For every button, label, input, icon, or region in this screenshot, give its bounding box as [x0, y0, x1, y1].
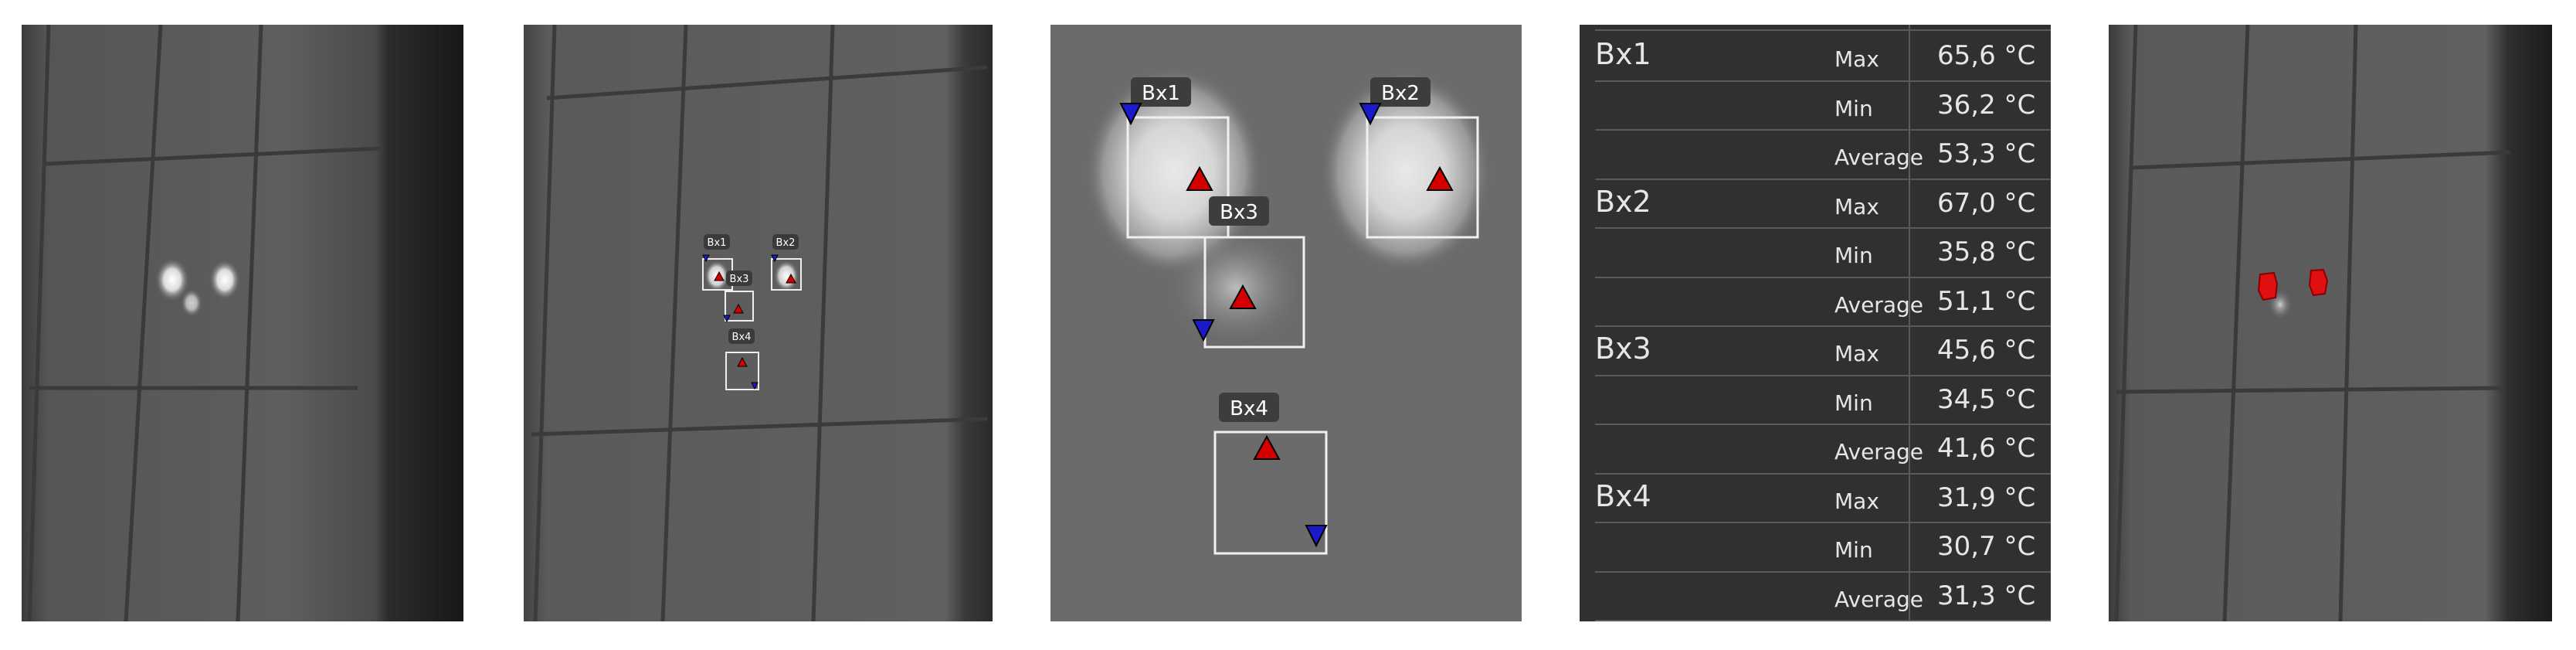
table-row: Bx4 Max 31,9 °C	[1595, 473, 2051, 523]
max-marker-icon	[1253, 434, 1281, 460]
table-top-divider	[1595, 29, 2051, 31]
table-row: Average 41,6 °C	[1595, 424, 2051, 475]
max-marker-icon	[714, 271, 725, 281]
metric-label: Average	[1834, 145, 1923, 170]
temperature-value: 36,2 °C	[1937, 89, 2036, 121]
thermal-image-raw	[22, 25, 463, 621]
bx1-region[interactable]	[1126, 116, 1230, 239]
metric-label: Average	[1834, 291, 1923, 318]
min-marker-icon	[723, 315, 731, 323]
bx3-region[interactable]	[725, 291, 754, 322]
table-row: Bx1 Max 65,6 °C	[1595, 31, 2051, 82]
temperature-value: 35,8 °C	[1937, 237, 2036, 267]
thermal-image-annotated: Bx1 Bx2 Bx3 Bx4	[524, 25, 993, 621]
temperature-value: 53,3 °C	[1937, 138, 2036, 169]
min-marker-icon	[1305, 525, 1328, 548]
thermal-image-zoom-canvas: Bx1 Bx2 Bx3 Bx4	[1050, 25, 1522, 621]
table-row: Bx3 Max 45,6 °C	[1595, 325, 2051, 376]
bx4-tag: Bx4	[732, 332, 752, 343]
temperature-value: 31,9 °C	[1937, 482, 2036, 513]
bx2-region[interactable]	[1366, 116, 1479, 239]
temperature-value: 31,3 °C	[1937, 580, 2036, 611]
temperature-value: 30,7 °C	[1937, 531, 2036, 562]
temperature-value: 51,1 °C	[1937, 285, 2036, 317]
bx3-tag: Bx3	[730, 274, 749, 285]
metric-label: Max	[1834, 488, 1879, 514]
bx4-region[interactable]	[1213, 430, 1328, 555]
max-marker-icon	[1229, 284, 1257, 309]
max-marker-icon	[1426, 165, 1454, 191]
table-row: Min 36,2 °C	[1595, 80, 2051, 131]
max-marker-icon	[786, 273, 796, 284]
hotspots	[155, 258, 240, 317]
temperature-value: 41,6 °C	[1937, 433, 2036, 464]
table-row: Min 34,5 °C	[1595, 375, 2051, 425]
thermal-image-annotated-canvas: Bx1 Bx2 Bx3 Bx4	[524, 25, 993, 621]
metric-label: Average	[1834, 439, 1923, 465]
min-marker-icon	[1119, 103, 1142, 126]
metric-label: Max	[1834, 193, 1879, 220]
temperature-value: 67,0 °C	[1937, 187, 2036, 219]
table-row: Average 31,3 °C	[1595, 571, 2051, 621]
metric-label: Average	[1834, 586, 1923, 612]
thermal-image-zoom: Bx1 Bx2 Bx3 Bx4	[1050, 25, 1522, 621]
box-name: Bx3	[1595, 332, 1651, 366]
table-row: Average 51,1 °C	[1595, 277, 2051, 327]
bx3-region[interactable]	[1203, 236, 1305, 349]
max-marker-icon	[737, 356, 748, 367]
table-row: Min 30,7 °C	[1595, 522, 2051, 573]
metric-label: Max	[1834, 341, 1879, 366]
table-row: Min 35,8 °C	[1595, 227, 2051, 278]
bx4-tag: Bx4	[1230, 397, 1268, 420]
bx3-tag: Bx3	[1220, 201, 1258, 224]
min-marker-icon	[751, 382, 759, 390]
table-row: Bx2 Max 67,0 °C	[1595, 179, 2051, 229]
box-name: Bx4	[1595, 478, 1651, 513]
bx2-tag: Bx2	[776, 237, 796, 249]
bx1-tag: Bx1	[1142, 82, 1180, 105]
hotspot-overlay	[2257, 268, 2329, 301]
box-name: Bx1	[1595, 37, 1651, 71]
table-row: Average 53,3 °C	[1595, 129, 2051, 180]
bx2-tag: Bx2	[1381, 82, 1420, 105]
metric-label: Max	[1834, 46, 1879, 72]
max-marker-icon	[1186, 165, 1213, 191]
temperature-value: 45,6 °C	[1937, 335, 2036, 366]
min-marker-icon	[1192, 319, 1215, 342]
bx2-region[interactable]	[771, 258, 802, 291]
min-marker-icon	[771, 254, 779, 263]
table-column-divider	[1909, 25, 1910, 621]
metric-label: Min	[1834, 243, 1873, 268]
temperature-value: 65,6 °C	[1937, 40, 2036, 71]
temperature-value: 34,5 °C	[1937, 383, 2036, 415]
thermal-image-raw-canvas	[22, 25, 463, 621]
metric-label: Min	[1834, 537, 1873, 563]
metric-label: Min	[1834, 95, 1873, 121]
max-marker-icon	[733, 303, 744, 314]
bx1-tag: Bx1	[708, 237, 727, 249]
bx4-region[interactable]	[725, 352, 759, 390]
min-marker-icon	[1359, 103, 1382, 126]
min-marker-icon	[702, 254, 710, 263]
thermal-image-hotspot-overlay	[2109, 25, 2552, 621]
thermal-image-overlay-canvas	[2109, 25, 2552, 621]
box-name: Bx2	[1595, 184, 1651, 219]
metric-label: Min	[1834, 390, 1873, 416]
